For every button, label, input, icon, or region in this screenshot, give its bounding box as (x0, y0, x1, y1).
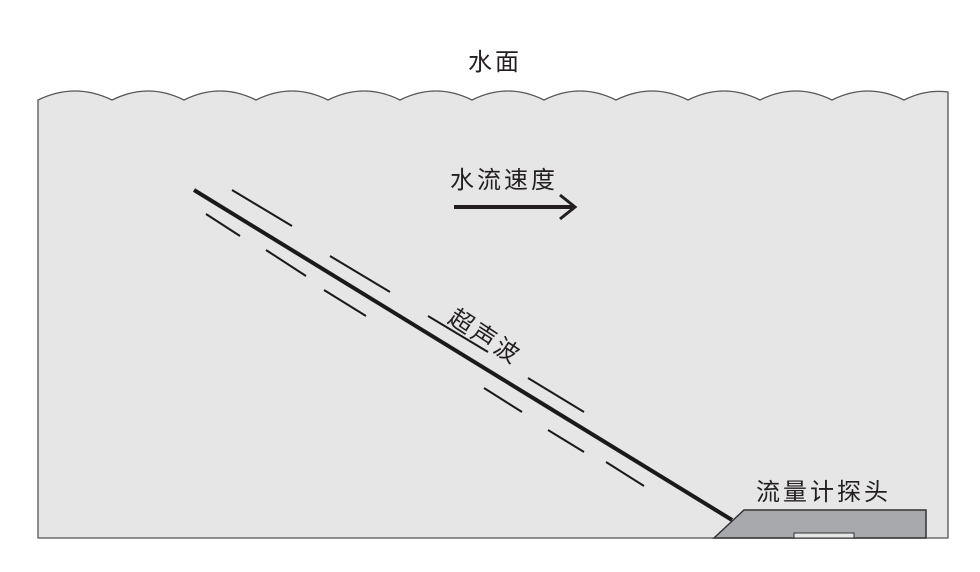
flow-velocity-arrow (454, 193, 578, 221)
flow-velocity-label: 水流速度 (450, 166, 558, 194)
ultrasonic-wave-upper (231, 189, 585, 413)
ultrasonic-wave-lower (205, 213, 645, 487)
flowmeter-probe-label: 流量计探头 (756, 478, 891, 506)
water-surface-label: 水面 (468, 48, 522, 76)
water-body (37, 90, 949, 539)
flowmeter-probe (712, 509, 927, 539)
ultrasonic-beam (192, 188, 734, 522)
